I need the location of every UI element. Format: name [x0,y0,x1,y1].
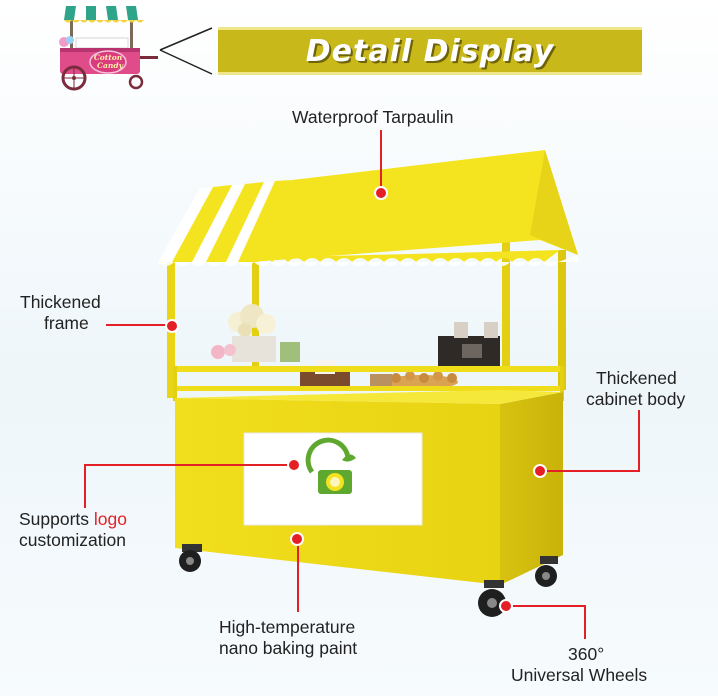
cabinet-marker-dot [533,464,547,478]
thumbnail-sign-line1: Cotton [94,53,122,62]
tarpaulin-label: Waterproof Tarpaulin [292,107,454,127]
logo-marker-dot [287,458,301,472]
wheels-callout-line-h [506,605,586,607]
frame-label: Thickened frame [20,292,101,333]
paint-label: High-temperature nano baking paint [219,617,358,658]
tarpaulin-marker-dot [374,186,388,200]
frame-marker-dot [165,319,179,333]
detail-display-banner: Detail Display [218,27,642,75]
cabinet-callout-line-h [540,470,640,472]
paint-marker-dot [290,532,304,546]
cabinet-body [175,390,563,585]
cabinet-callout-line-v [638,410,640,472]
frame-callout-line [106,324,170,326]
tarpaulin-callout-line [380,130,382,192]
logo-word-accent: logo [93,509,127,529]
thumbnail-sign-line2: Candy [97,61,124,70]
banner-connector-lines [159,27,213,75]
logo-emblem [305,437,356,494]
canopy-tarpaulin [158,150,578,266]
wheels-label: 360° Universal Wheels [511,644,648,685]
paint-callout-line [297,538,299,612]
cotton-candy-cart-thumbnail: Cotton Candy [52,2,162,92]
banner-title: Detail Display [305,33,555,69]
wheels-marker-dot [499,599,513,613]
logo-callout-line-v [84,464,86,508]
counter-rails [173,366,564,401]
wheels-callout-line-v [584,605,586,639]
cart-wheels [179,544,558,617]
cabinet-label: Thickened cabinet body [586,368,686,409]
logo-callout-line-h [84,464,296,466]
counter-goods [211,304,500,389]
logo-label: Supports logo customization [19,509,127,550]
